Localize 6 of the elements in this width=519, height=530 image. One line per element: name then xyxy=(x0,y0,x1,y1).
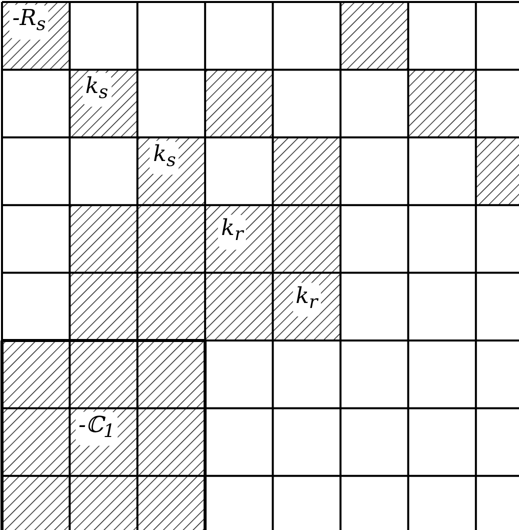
matrix-entry-label: k$_{r}$ xyxy=(292,282,321,318)
matrix-entry-label: k$_{s}$ xyxy=(82,72,112,108)
matrix-entry-label: k$_{s}$ xyxy=(150,140,179,175)
matrix-entry-label: -ℂ$_{1}$ xyxy=(75,411,118,446)
matrix-entry-label: -R$_{s}$ xyxy=(9,5,49,40)
matrix-entry-label: k$_{r}$ xyxy=(218,214,246,250)
